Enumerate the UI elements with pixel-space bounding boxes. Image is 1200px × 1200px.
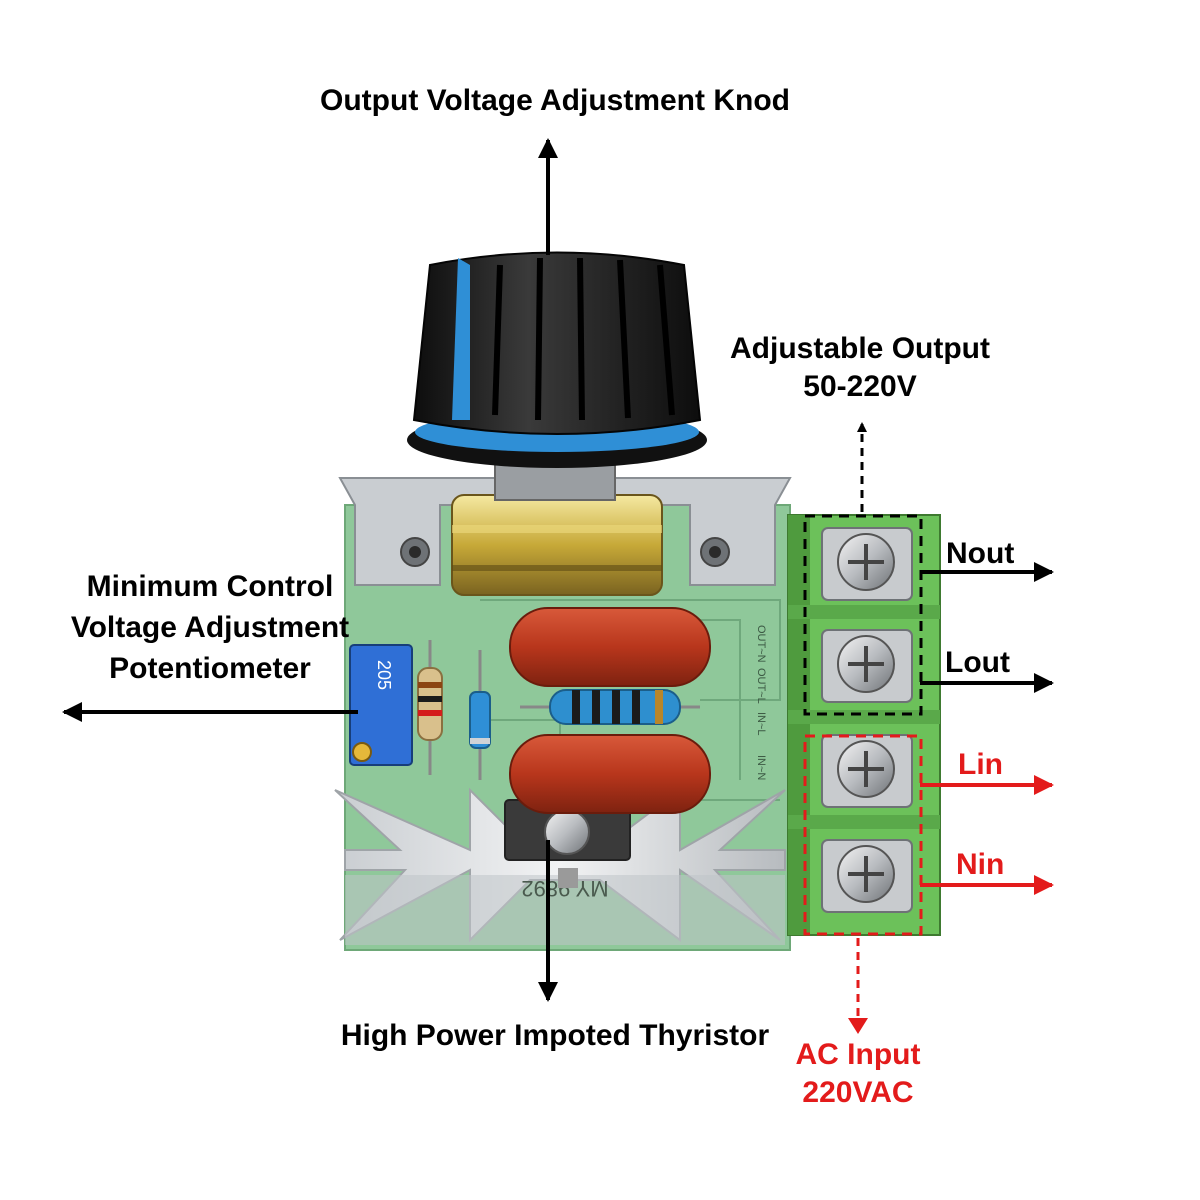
thyristor-screw: [544, 809, 590, 855]
capacitors: [509, 607, 711, 814]
terminal-nout: [821, 527, 913, 601]
label-lout: Lout: [945, 646, 1010, 679]
label-knob: Output Voltage Adjustment Knod: [320, 84, 790, 117]
small-components: [417, 640, 491, 780]
knob: [407, 251, 707, 501]
terminal-nin: [821, 839, 913, 913]
trim-potentiometer: 205: [349, 644, 413, 766]
label-output-line2: 50-220V: [803, 370, 917, 403]
label-nin: Nin: [956, 848, 1005, 881]
arrow-input-head: [848, 1018, 868, 1034]
main-potentiometer: [451, 494, 663, 596]
pcb-label-in-l: IN~L: [755, 712, 767, 736]
label-thyristor: High Power Impoted Thyristor: [340, 1019, 770, 1052]
label-min-line1: Minimum Control: [86, 570, 334, 603]
terminal-lin: [821, 734, 913, 808]
pcb-label-in-n: IN~N: [755, 755, 767, 780]
output-highlight-box: [803, 514, 923, 716]
label-min-line2: Voltage Adjustment: [70, 611, 350, 644]
label-min-line3: Potentiometer: [109, 652, 311, 685]
diode: [469, 691, 491, 749]
capacitor-top: [509, 607, 711, 687]
pcb-label-out-l: OUT~L: [755, 668, 767, 704]
capacitor-bottom: [509, 734, 711, 814]
label-lin: Lin: [958, 748, 1003, 781]
knob-indicator-stripe: [452, 258, 470, 420]
terminal-block: [787, 514, 941, 936]
label-nout: Nout: [946, 537, 1015, 570]
label-input-line1: AC Input: [795, 1038, 921, 1071]
label-output-line1: Adjustable Output: [730, 332, 990, 365]
pcb-label-out-n: OUT~N: [755, 625, 767, 663]
label-input-line2: 220VAC: [802, 1076, 914, 1109]
terminal-lout: [821, 629, 913, 703]
resistor-main: [520, 689, 700, 725]
small-resistor: [417, 667, 443, 741]
trim-pot-text: 205: [374, 660, 394, 690]
input-highlight-box: [803, 734, 923, 936]
heatsink: MY-9892: [334, 787, 786, 945]
